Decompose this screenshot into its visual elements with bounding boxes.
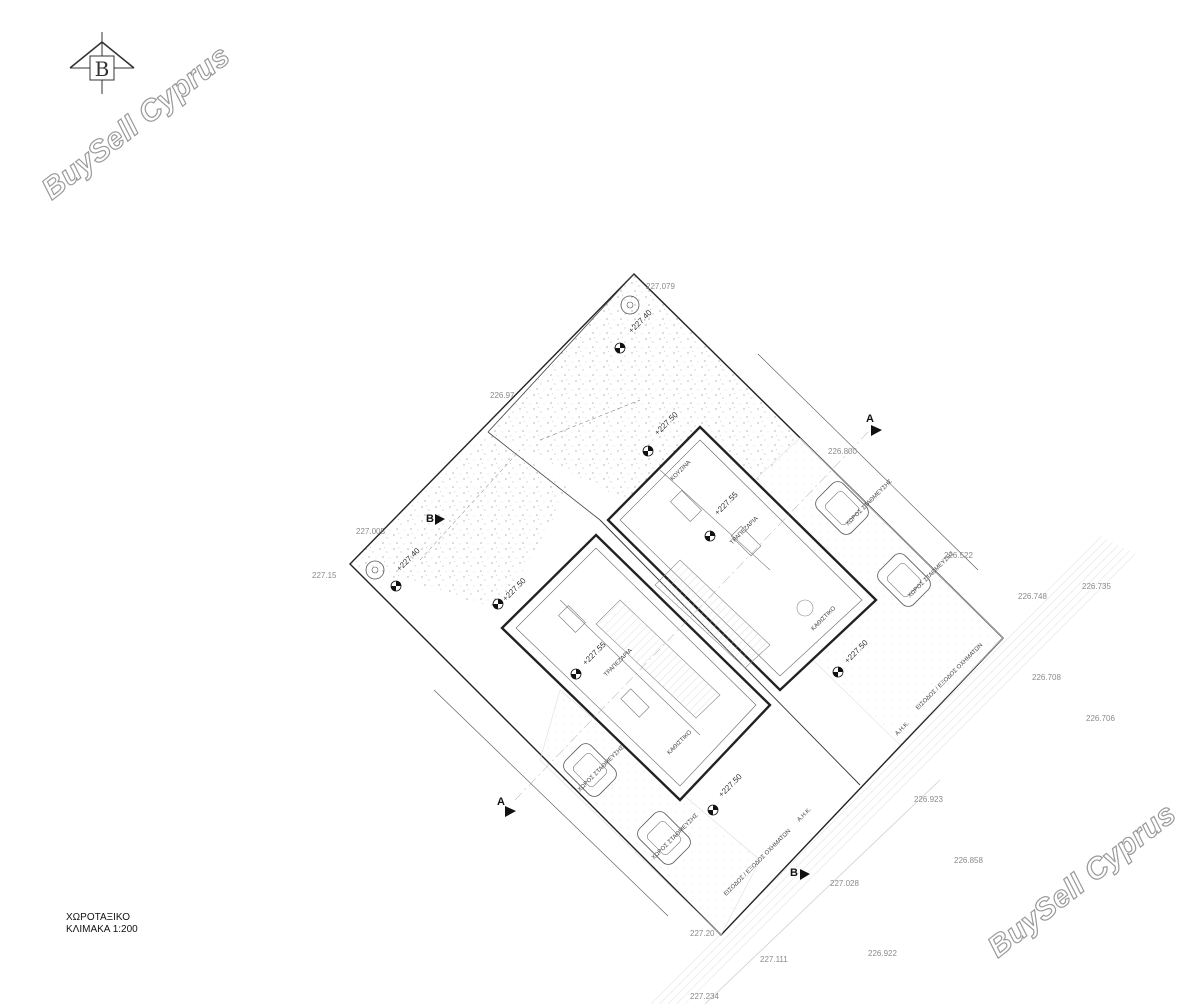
garden-divider bbox=[487, 431, 601, 521]
car-parking-south-2 bbox=[637, 811, 691, 865]
spot-height: 226.922 bbox=[868, 949, 897, 958]
drawing-title-scale: ΚΛΙΜΑΚΑ 1:200 bbox=[66, 924, 138, 935]
spot-height: 226.735 bbox=[1082, 582, 1111, 591]
unit-east-inner bbox=[619, 439, 863, 677]
section-mark-a-west: A bbox=[497, 796, 505, 808]
stairs-east bbox=[654, 559, 771, 669]
drawing-title: ΧΩΡΟΤΑΞΙΚΟ ΚΛΙΜΑΚΑ 1:200 bbox=[66, 912, 138, 936]
spot-height: 227.20 bbox=[690, 929, 715, 938]
tree-symbol-north bbox=[620, 295, 640, 315]
logo-letter: B bbox=[95, 57, 110, 81]
spot-height: 227.111 bbox=[760, 955, 788, 964]
drawing-title-name: ΧΩΡΟΤΑΞΙΚΟ bbox=[66, 912, 131, 923]
section-mark-a-east: A bbox=[866, 413, 874, 425]
spot-height: 226.748 bbox=[1018, 592, 1047, 601]
spot-height: 226.923 bbox=[914, 795, 943, 804]
road-edge bbox=[704, 779, 941, 1004]
spot-height: 227.028 bbox=[830, 879, 859, 888]
car-parking-south-1 bbox=[563, 743, 617, 797]
road-hatch bbox=[648, 536, 1140, 1004]
spot-height: 226.800 bbox=[828, 447, 857, 456]
section-mark-b-south: B bbox=[790, 867, 798, 879]
party-wall-line bbox=[487, 273, 635, 433]
section-arrow-b-north bbox=[435, 514, 445, 525]
tree-symbol-west bbox=[365, 560, 385, 580]
section-mark-b-north: B bbox=[426, 513, 434, 525]
house-logo-icon: B bbox=[69, 32, 135, 94]
car-parking-east-2 bbox=[877, 553, 931, 607]
spot-height: 227.005 bbox=[356, 527, 385, 536]
stairs-west bbox=[595, 599, 721, 719]
west-garden bbox=[350, 432, 570, 610]
spot-height: 227.15 bbox=[312, 571, 337, 580]
section-arrow-b-south bbox=[800, 869, 810, 880]
spot-height: 226.97 bbox=[490, 391, 515, 400]
unit-east-walls bbox=[606, 425, 878, 692]
spot-height: 226.706 bbox=[1086, 714, 1115, 723]
section-arrow-a-east bbox=[871, 425, 882, 436]
unit-west-inner bbox=[515, 547, 757, 787]
spot-height: 227.234 bbox=[690, 992, 719, 1001]
spot-height: 226.708 bbox=[1032, 673, 1061, 682]
car-parking-east-1 bbox=[815, 481, 869, 535]
unit-west-walls bbox=[500, 533, 772, 802]
spot-height: 226.858 bbox=[954, 856, 983, 865]
spot-height: 227.079 bbox=[646, 282, 675, 291]
level-marker bbox=[390, 342, 844, 816]
spot-height: 226.522 bbox=[944, 551, 973, 560]
section-arrow-a-west bbox=[505, 806, 516, 817]
